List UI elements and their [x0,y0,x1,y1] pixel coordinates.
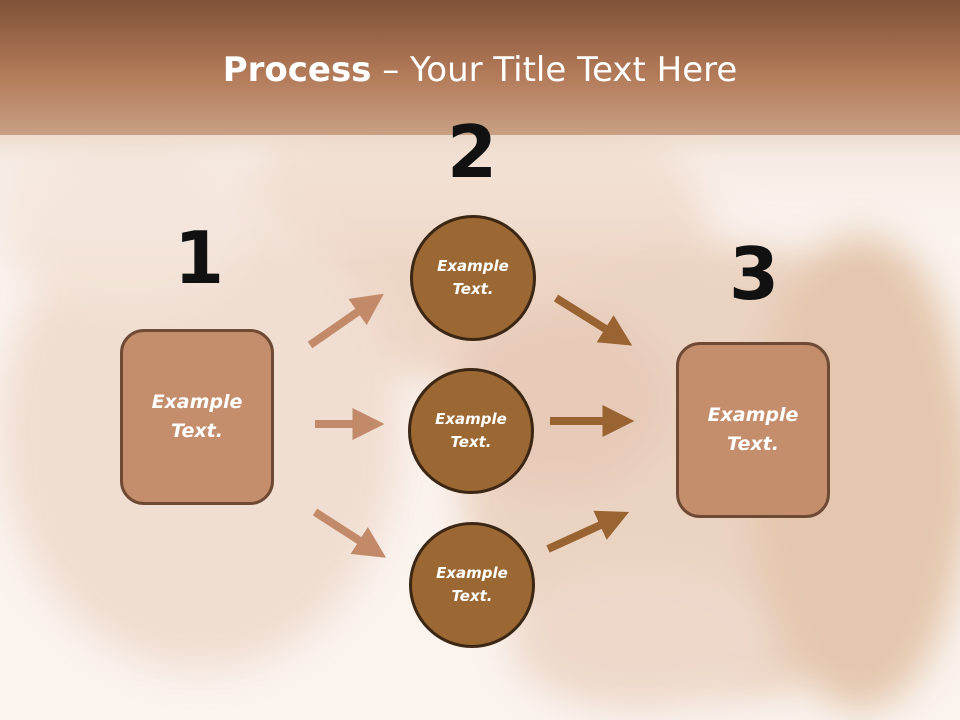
step-3-box[interactable]: Example Text. [676,342,830,518]
arrow-bottom-to-3 [546,510,630,553]
arrow-1-to-top [307,293,384,349]
circle-top[interactable]: Example Text. [410,215,536,341]
arrow-top-to-3 [553,294,633,346]
title-rest: – Your Title Text Here [371,50,738,90]
step-1-box[interactable]: Example Text. [120,329,274,505]
step-3-text: Example Text. [707,404,799,455]
step-number-3: 3 [728,232,780,316]
circle-top-text: Example Text. [437,257,509,298]
circle-bottom[interactable]: Example Text. [409,522,535,648]
step-number-2: 2 [446,110,498,194]
title-bold: Process [222,50,372,90]
page-title: Process – Your Title Text Here [0,50,960,90]
step-number-1: 1 [173,216,225,300]
circle-middle-text: Example Text. [435,410,507,451]
circle-bottom-text: Example Text. [436,564,508,605]
circle-middle[interactable]: Example Text. [408,368,534,494]
step-1-text: Example Text. [151,391,243,442]
arrow-1-to-bottom [312,508,387,558]
